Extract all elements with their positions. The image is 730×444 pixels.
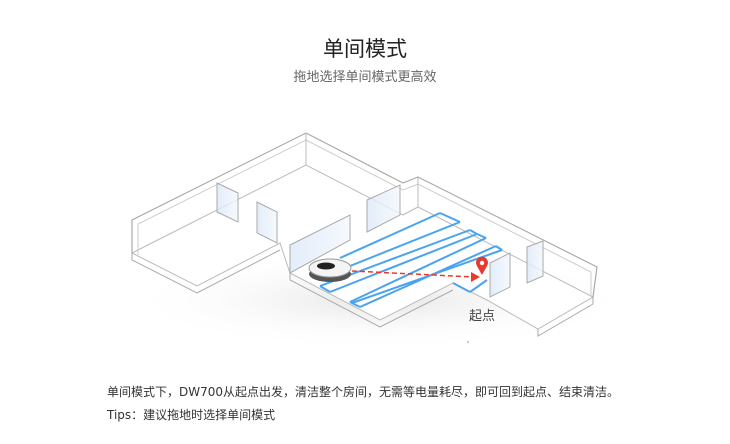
start-point-label: 起点 [469,309,496,324]
wall-panel [217,183,238,222]
return-arrow-icon [351,270,480,282]
tips-text: Tips：建议拖地时选择单间模式 [107,408,276,422]
wall-panel [257,202,277,243]
wall-panel [290,215,350,273]
page-subtitle: 拖地选择单间模式更高效 [293,70,437,85]
mode-description: 单间模式下，DW700从起点出发，清洁整个房间，无需等电量耗尽，即可回到起点、结… [107,385,620,399]
wall-panel [527,241,543,283]
page-title: 单间模式 [323,37,407,61]
outer-wall [131,132,598,298]
location-pin-icon [476,256,488,275]
robot-vacuum-icon [308,258,352,282]
wall-panel [490,253,510,297]
